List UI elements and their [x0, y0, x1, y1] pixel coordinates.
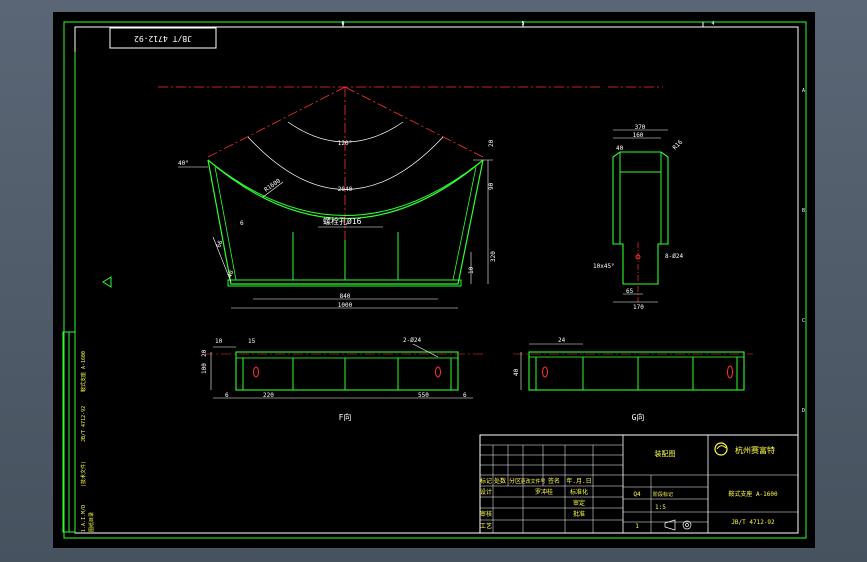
- f-dim-left1: 10: [215, 338, 223, 345]
- zone-right-1: A: [802, 88, 805, 94]
- side-label-4: JB/T 4712-92: [81, 406, 87, 442]
- dim-bottom-inner: 840: [340, 293, 351, 300]
- g-view-outline: [528, 351, 745, 391]
- tb-header-6: 年.月.日: [566, 477, 591, 485]
- g-view-caption: G向: [632, 412, 645, 422]
- zone-right-4: D: [802, 408, 805, 414]
- zone-right-2: B: [802, 208, 805, 214]
- zone-top-1: 6: [341, 21, 344, 27]
- tb-row2-label2: 审定: [573, 499, 585, 507]
- tb-header-1: 标记: [480, 477, 492, 485]
- centering-mark: [102, 276, 112, 288]
- side-dim-top2: 160: [633, 132, 644, 139]
- tb-header-5: 签名: [548, 477, 560, 485]
- tb-part-name: 鞍式支座 A-1600: [728, 490, 778, 498]
- side-label-1: 1.A.I.M/D: [81, 505, 87, 532]
- title-block[interactable]: 标记 处数 分区 更改文件号 签名 年.月.日 设计 罗冲桂 标准化 审核 审定…: [479, 434, 799, 534]
- f-dim-h2: 100: [201, 363, 208, 374]
- dim-bottom-outer: 1000: [338, 302, 353, 309]
- saddle-arc-outer: [207, 159, 484, 219]
- tb-material: Q4: [633, 491, 641, 498]
- dim-left-angle: 40°: [178, 160, 189, 167]
- tb-row1-label2: 标准化: [570, 488, 588, 496]
- side-dim-bottom1: 65: [626, 288, 634, 295]
- g-dim-top: 24: [558, 337, 566, 344]
- tb-company: 杭州赛富特: [735, 445, 775, 455]
- side-dim-r: R16: [671, 139, 684, 152]
- tb-right-label-1: 阶段标记: [653, 491, 673, 498]
- side-dim-weld: 8-Ø24: [665, 253, 683, 260]
- tb-row1-value: 罗冲桂: [535, 488, 553, 496]
- side-dim-bottom2: 170: [633, 304, 644, 311]
- projection-symbol-icon: [664, 519, 692, 531]
- outer-frame: [63, 21, 807, 539]
- dim-right-height: 320: [490, 251, 497, 262]
- tb-row2-label: 审核: [480, 510, 492, 518]
- f-dim-b2: 220: [263, 392, 274, 399]
- drawing-canvas[interactable]: 6 5 4 A B C D 1.A.I.M/D (技术文件) 图纸目录 JB/T…: [53, 12, 815, 548]
- f-dim-b1: 6: [225, 392, 229, 399]
- drawing-sheet[interactable]: 6 5 4 A B C D 1.A.I.M/D (技术文件) 图纸目录 JB/T…: [53, 12, 815, 548]
- dim-right-thk: 10: [468, 266, 475, 274]
- dim-left-b: 40: [226, 269, 235, 279]
- side-label-3: 图纸目录: [88, 512, 95, 532]
- f-dim-b3: 550: [418, 392, 429, 399]
- title-block-frame: [479, 434, 799, 534]
- tb-row3-label2: 批准: [573, 510, 585, 518]
- g-view[interactable]: 24 40 G向: [513, 337, 753, 422]
- tb-drawing-no: JB/T 4712-92: [731, 519, 775, 526]
- saddle-body: [207, 159, 484, 285]
- dim-right-mid: 90: [488, 182, 495, 190]
- dim-angle: 120°: [338, 140, 352, 147]
- f-hole-right: [435, 366, 441, 378]
- dim-right-top: 20: [488, 139, 495, 147]
- f-view[interactable]: 10 15 20 100 6 220 550 6 2-Ø24 F向: [201, 337, 483, 422]
- base-plate: [227, 279, 462, 287]
- zone-top-2: 5: [521, 21, 524, 27]
- side-label-group: 1.A.I.M/D (技术文件) 图纸目录 JB/T 4712-92 鞍式支座 …: [80, 351, 95, 532]
- side-dim-top: 370: [635, 124, 646, 131]
- zone-right-3: C: [802, 318, 805, 324]
- f-dim-b4: 6: [463, 392, 467, 399]
- f-dim-hole: 2-Ø24: [403, 337, 421, 344]
- f-view-caption: F向: [339, 412, 352, 422]
- side-dim-angle: 10x45°: [593, 263, 615, 270]
- tb-header-3: 分区: [509, 477, 521, 485]
- g-dim-left: 40: [513, 368, 520, 376]
- code-box-text: JB/T 4712-92: [134, 34, 192, 43]
- tb-sheet: 1: [635, 523, 639, 530]
- tb-header-4: 更改文件号: [520, 478, 545, 485]
- tb-header-2: 处数: [494, 477, 506, 485]
- front-view[interactable]: 120° 2040 R1600 螺栓孔Ø16 840 1000 320 20 9…: [158, 86, 603, 309]
- side-view[interactable]: 370 160 40 R16 8-Ø24 10x45° 65 170: [593, 86, 684, 311]
- angle-arc: [287, 121, 404, 143]
- zone-top-3: 4: [711, 21, 714, 27]
- dim-arc-length: 2040: [338, 186, 353, 193]
- f-hole-left: [253, 366, 259, 378]
- dim-left-c: 6: [240, 220, 244, 227]
- tb-row3-label: 工艺: [480, 522, 492, 530]
- g-hole-right: [727, 365, 733, 379]
- tb-row1-label: 设计: [480, 488, 492, 496]
- side-label-5: 鞍式支座 A-1600: [80, 351, 87, 392]
- g-hole-left: [542, 366, 548, 378]
- side-dim-top3: 40: [616, 145, 624, 152]
- dim-radius: R1600: [263, 177, 282, 193]
- f-dim-left2: 15: [248, 338, 256, 345]
- tb-scale: 1:5: [655, 504, 666, 511]
- company-logo: [714, 442, 728, 456]
- side-label-2: (技术文件): [80, 461, 87, 487]
- dim-bolt-label: 螺栓孔Ø16: [323, 216, 362, 226]
- tb-drawing-name: 装配图: [655, 449, 676, 458]
- dim-left-a: 66: [215, 239, 224, 249]
- f-dim-h1: 20: [201, 349, 208, 357]
- code-box: [109, 27, 217, 49]
